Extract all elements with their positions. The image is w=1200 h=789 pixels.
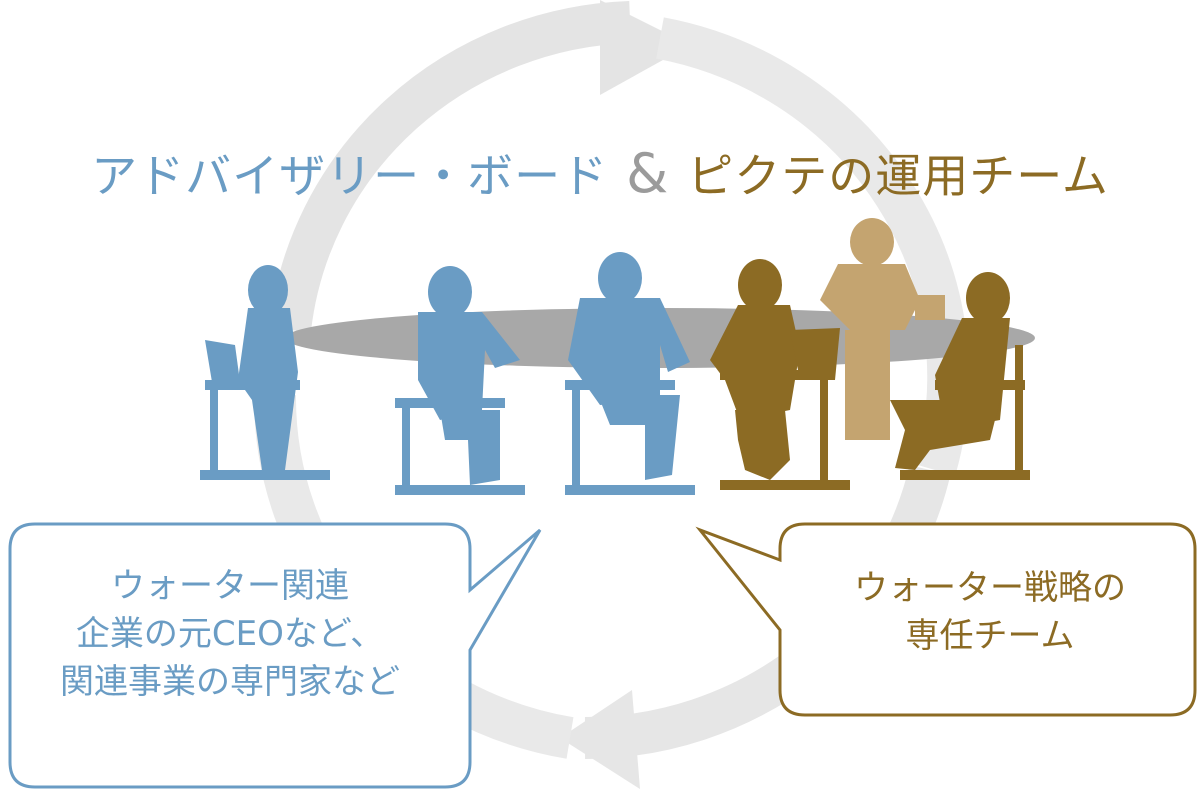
bubble-left-shape — [8, 522, 542, 789]
person-blue-3 — [565, 252, 695, 495]
person-gold-back — [820, 218, 945, 440]
bubble-right-shape — [695, 522, 1197, 717]
cycle-arrow-bottom-head — [560, 690, 640, 789]
title-pictet-team: ピクテの運用チーム — [687, 149, 1109, 203]
person-gold-1 — [710, 259, 850, 490]
bubble-left-text: ウォーター関連 企業の元CEOなど、 関連事業の専門家など — [20, 562, 440, 706]
bubble-right-text: ウォーター戦略の 専任チーム — [800, 564, 1180, 660]
bubble-right-line-1: ウォーター戦略の — [854, 568, 1126, 608]
bubble-left-line-2: 企業の元CEOなど、 — [75, 614, 385, 654]
title-advisory-board: アドバイザリー・ボード — [91, 149, 609, 203]
person-gold-2 — [890, 272, 1030, 480]
cycle-arrow-top — [269, 1, 631, 333]
bubble-left-line-1: ウォーター関連 — [111, 566, 349, 606]
cycle-arrow-top-head — [600, 0, 690, 95]
diagram-title: アドバイザリー・ボード&ピクテの運用チーム — [0, 140, 1200, 206]
title-ampersand: & — [626, 142, 670, 205]
person-blue-2 — [395, 266, 525, 495]
person-blue-1 — [200, 265, 330, 480]
bubble-left-line-3: 関連事業の専門家など — [60, 662, 400, 702]
bubble-right-line-2: 専任チーム — [905, 616, 1075, 656]
